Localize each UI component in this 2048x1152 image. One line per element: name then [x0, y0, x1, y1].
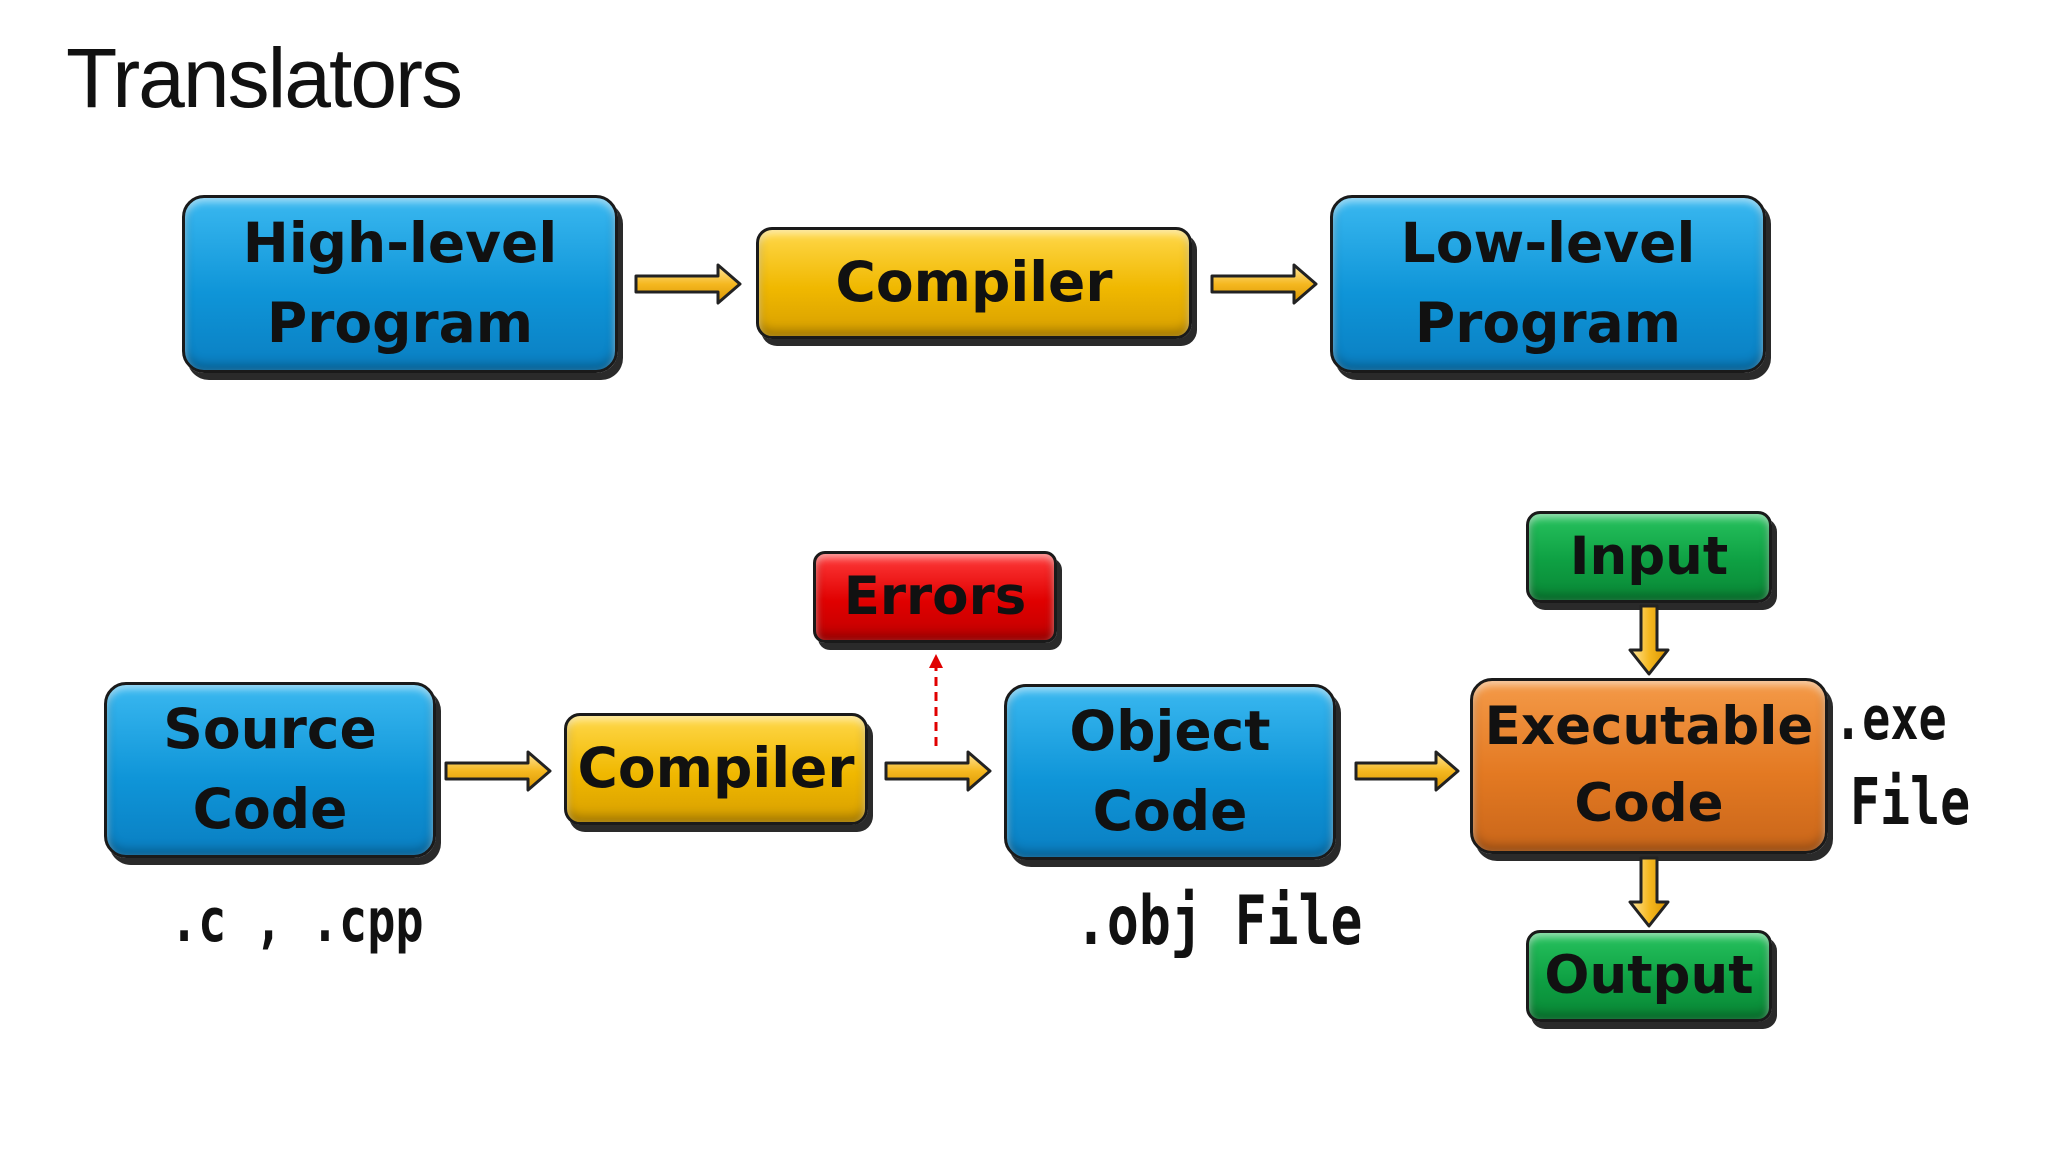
arrow-object-to-executable [1354, 750, 1460, 792]
output-box: Output [1526, 930, 1772, 1022]
compiler-box-top: Compiler [756, 227, 1192, 339]
low-level-program-box: Low-level Program [1330, 195, 1766, 373]
compiler-box-bottom: Compiler [564, 713, 868, 825]
page-title: Translators [66, 31, 463, 125]
arrow-high-to-compiler [634, 263, 742, 305]
source-code-box: Source Code [104, 682, 436, 858]
arrow-compiler-to-low [1210, 263, 1318, 305]
executable-code-box: Executable Code [1470, 678, 1828, 854]
high-level-program-box: High-level Program [182, 195, 618, 373]
exe-file-label: File [1850, 766, 1971, 840]
arrow-source-to-compiler [444, 750, 552, 792]
exe-extension-label: .exe [1834, 684, 1947, 754]
object-code-box: Object Code [1004, 684, 1336, 860]
input-box: Input [1526, 511, 1772, 603]
arrow-input-to-executable [1628, 604, 1670, 676]
arrow-executable-to-output [1628, 856, 1670, 928]
arrow-compiler-to-object [884, 750, 992, 792]
source-extension-label: .c , .cpp [170, 886, 424, 956]
obj-file-label: .obj File [1075, 882, 1363, 961]
errors-box: Errors [813, 551, 1057, 643]
arrow-errors-dashed [929, 654, 943, 746]
